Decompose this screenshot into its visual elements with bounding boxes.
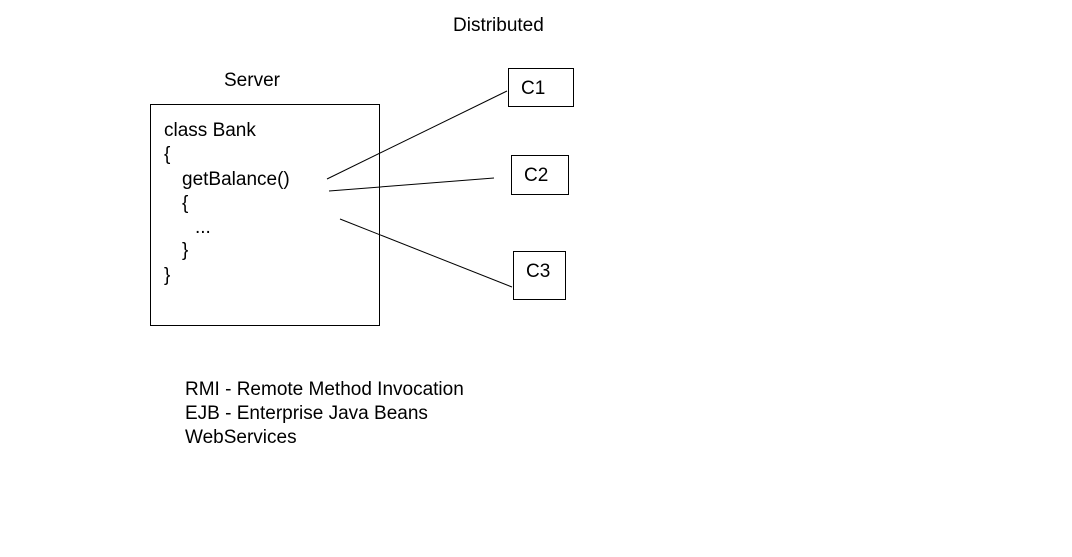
client-label-c1: C1 <box>521 78 546 99</box>
connection-line-c2 <box>328 177 495 192</box>
diagram-title: Distributed <box>453 15 544 36</box>
client-label-c2: C2 <box>524 165 549 186</box>
client-box-c3: C3 <box>513 251 566 300</box>
technology-rmi: RMI - Remote Method Invocation <box>185 379 464 400</box>
client-label-c3: C3 <box>526 261 551 282</box>
code-line-method-open-brace: { <box>182 193 189 214</box>
server-label: Server <box>224 70 280 91</box>
technology-ejb: EJB - Enterprise Java Beans <box>185 403 428 424</box>
client-box-c2: C2 <box>511 155 569 195</box>
code-line-close-brace: } <box>164 265 171 286</box>
technology-webservices: WebServices <box>185 427 297 448</box>
code-line-method-close-brace: } <box>182 240 189 261</box>
client-box-c1: C1 <box>508 68 574 107</box>
code-line-class: class Bank <box>164 120 256 141</box>
connection-line-c1 <box>326 90 508 180</box>
code-line-method: getBalance() <box>182 169 290 190</box>
code-line-open-brace: { <box>164 144 171 165</box>
server-box <box>150 104 380 326</box>
code-line-ellipsis: ... <box>195 217 211 238</box>
connection-line-c3 <box>339 218 513 288</box>
